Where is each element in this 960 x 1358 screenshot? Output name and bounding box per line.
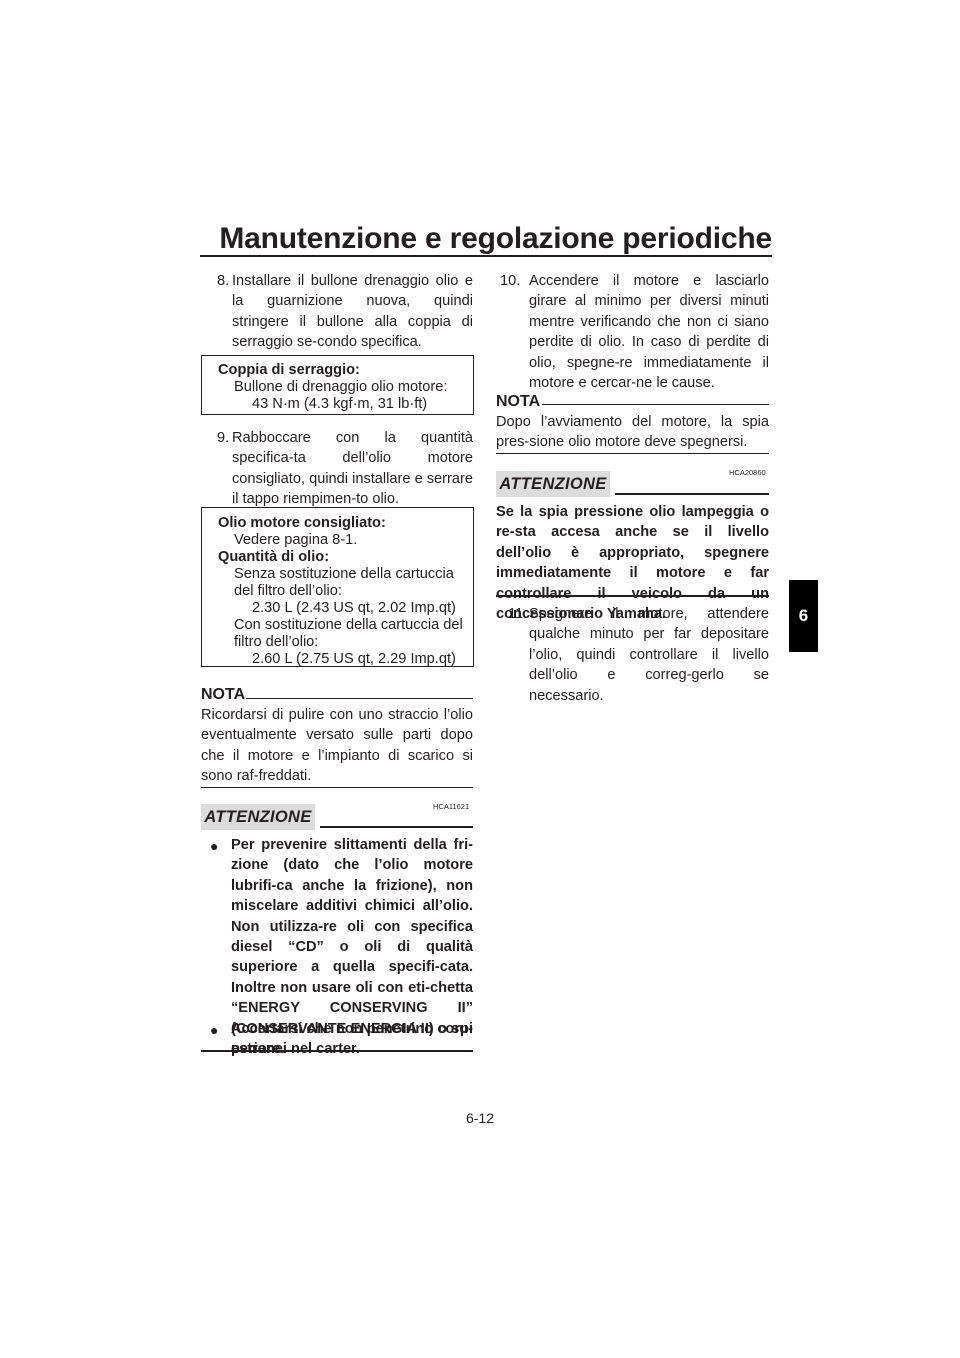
spec-label: Coppia di serraggio: [218,362,360,378]
bullet-icon: ● [210,1022,219,1038]
spec-label: Olio motore consigliato: [218,515,386,531]
bullet-icon: ● [210,838,219,854]
note-text: Dopo l’avviamento del motore, la spia pr… [496,414,769,451]
step-text: Rabboccare con la quantità specifica-ta … [232,430,473,508]
step-number: 11. [508,606,528,622]
spec-line: Senza sostituzione della cartuccia [234,566,454,582]
step-text: Spegnere il motore, attendere qualche mi… [529,606,769,704]
step-number: 8. [217,273,230,289]
caution-code: HCA11621 [433,802,470,811]
page-title: Manutenzione e regolazione periodiche [219,222,772,255]
caution-rule [320,826,473,828]
caution-end-rule [201,1050,473,1052]
note-end-rule [201,787,473,788]
note-rule [542,404,769,405]
caution-end-rule [496,595,769,597]
note-text: Ricordarsi di pulire con uno straccio l’… [201,707,473,785]
spec-label: Quantità di olio: [218,549,330,565]
title-rule [200,255,772,257]
note-end-rule [496,453,769,454]
spec-value: 2.60 L (2.75 US qt, 2.29 Imp.qt) [252,651,456,667]
step-10: 10. Accendere il motore e lasciarlo gira… [500,271,770,391]
caution-rule [615,493,769,495]
caution-badge: ATTENZIONE [201,804,315,830]
note-rule [246,698,473,699]
torque-spec-box: Coppia di serraggio: Bullone di drenaggi… [201,355,474,415]
spec-value: 2.30 L (2.43 US qt, 2.02 Imp.qt) [252,600,456,616]
caution-text: Se la spia pressione olio lampeggia o re… [496,504,769,623]
caution-bullet-1: Per prevenire slittamenti della fri-zion… [231,837,473,1057]
oil-spec-box: Olio motore consigliato: Vedere pagina 8… [201,507,474,667]
spec-value: 43 N·m (4.3 kgf·m, 31 lb·ft) [252,396,428,412]
spec-line: del filtro dell’olio: [234,583,342,599]
chapter-tab: 6 [789,580,818,652]
step-number: 9. [217,430,230,446]
step-text: Installare il bullone drenaggio olio e l… [232,273,473,351]
step-9: 9. Rabboccare con la quantità specifica-… [217,428,473,512]
spec-value: Vedere pagina 8-1. [234,532,358,548]
spec-line: filtro dell’olio: [234,634,319,650]
caution-code: HCA20860 [729,468,766,477]
note-heading: NOTA [496,393,541,410]
step-text: Accendere il motore e lasciarlo girare a… [529,273,769,392]
step-number: 10. [500,273,521,289]
page-number: 6-12 [465,1110,495,1126]
spec-line: Con sostituzione della cartuccia del [234,617,463,633]
caution-bullet-2: Accertarsi che non penetrino corpi estra… [231,1021,473,1057]
caution-badge: ATTENZIONE [496,471,610,497]
step-8: 8. Installare il bullone drenaggio olio … [217,271,473,355]
note-heading: NOTA [201,686,246,703]
step-11: 11. Spegnere il motore, attendere qualch… [508,604,770,704]
spec-item: Bullone di drenaggio olio motore: [234,379,448,395]
